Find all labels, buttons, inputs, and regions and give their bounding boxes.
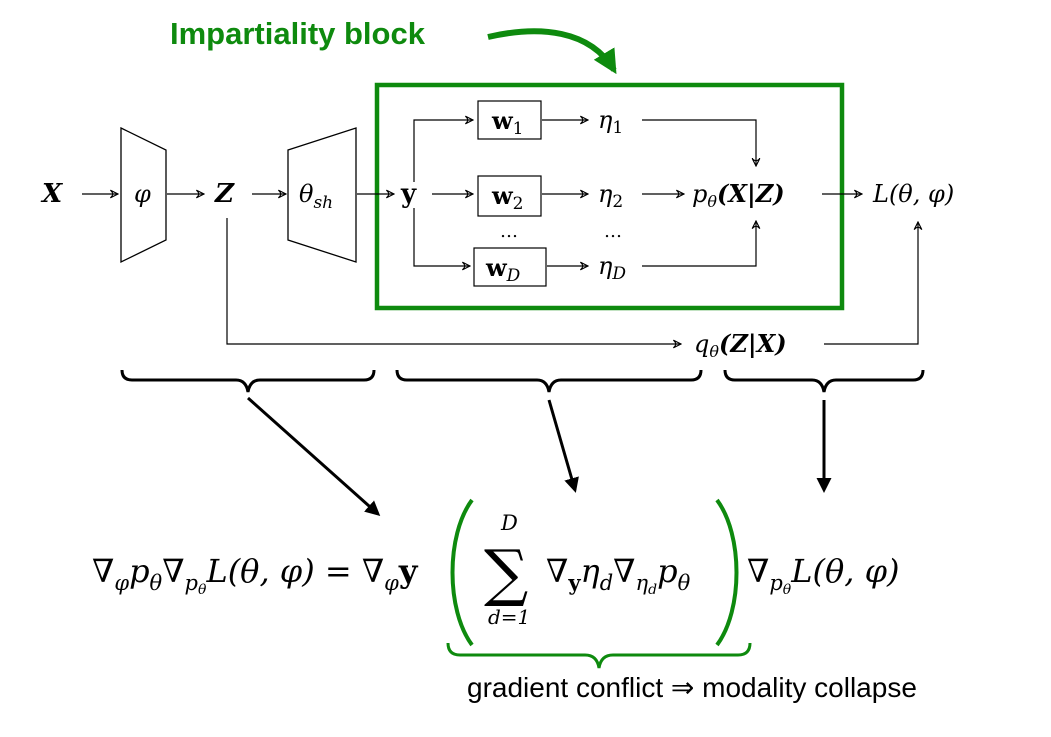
equation-rhs: ∇pθL(θ, φ) (747, 552, 899, 598)
sum-symbol: ∑ (484, 536, 528, 609)
branch-y-wD (413, 208, 470, 266)
sum-body: ∇yηd∇ηdpθ (546, 552, 691, 598)
encoder-phi-shape (120, 126, 167, 264)
green-right-paren (715, 498, 739, 647)
green-underbrace (446, 642, 752, 669)
impartiality-title: Impartiality block (170, 16, 426, 51)
brace-posterior (723, 369, 925, 393)
w-dots: … (500, 221, 518, 242)
posterior-q: qθ(Z|X) (694, 329, 787, 361)
impartiality-block-frame (374, 82, 845, 311)
title-arrow (487, 28, 617, 75)
w1-box (477, 100, 542, 140)
caption: gradient conflict ⇒ modality collapse (467, 672, 917, 703)
eta1-label: η1 (598, 106, 623, 138)
input-x: X (40, 179, 64, 209)
eta2-label: η2 (598, 180, 623, 212)
likelihood-p: pθ(X|Z) (692, 179, 785, 211)
branch-y-w1 (413, 120, 473, 182)
latent-z: Z (214, 179, 235, 209)
shared-y: y (400, 179, 417, 209)
w2-label: w2 (491, 181, 524, 214)
arrow-brace2-eq (547, 399, 579, 493)
brace-encoder (120, 369, 376, 393)
arrow-eta1-p (642, 119, 756, 166)
shared-decoder-label: θsh (299, 180, 333, 213)
brace-decoder (395, 369, 703, 393)
eta-dots: … (604, 221, 622, 242)
arrow-brace1-eq (247, 396, 381, 516)
etaD-label: ηD (598, 252, 626, 284)
arrow-etaD-p (642, 221, 756, 267)
w2-box (477, 175, 542, 217)
encoder-phi-label: φ (134, 180, 151, 208)
sum-lower: d=1 (488, 605, 530, 629)
equation-lhs: ∇φpθ∇pθL(θ, φ) = ∇φy (92, 552, 419, 598)
arrow-q-L (824, 222, 918, 345)
w1-label: w1 (491, 106, 524, 139)
shared-decoder-shape (287, 127, 357, 263)
loss-L: L(θ, φ) (872, 180, 954, 208)
wD-label: wD (485, 253, 521, 286)
arrow-z-q (226, 218, 681, 344)
wD-box (473, 247, 547, 287)
sum-upper: D (500, 511, 518, 535)
green-left-paren (450, 498, 474, 647)
